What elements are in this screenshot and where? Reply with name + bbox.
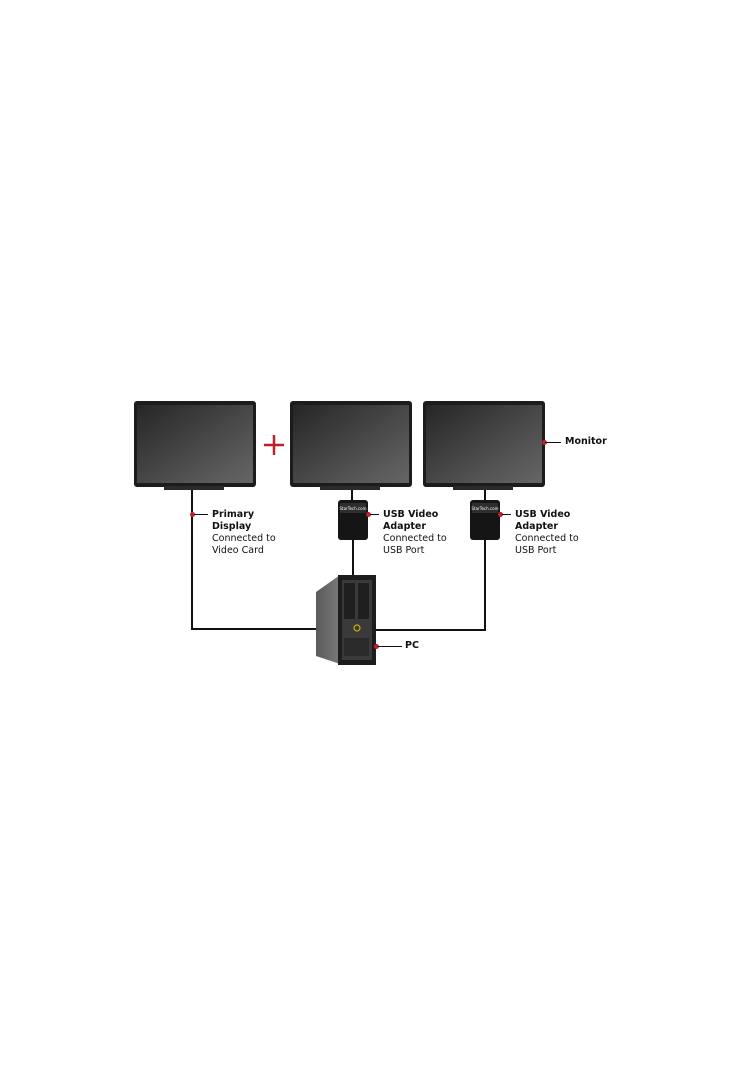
primary-callout-dot xyxy=(190,512,195,517)
label-pc-title: PC xyxy=(405,640,419,651)
monitor-second xyxy=(290,401,412,490)
label-adapter-1-line-1: Connected to xyxy=(383,533,447,544)
label-pc: PC xyxy=(405,640,419,652)
adapter-2-logo: StarTech.com xyxy=(472,506,499,511)
cable-adapter-2 xyxy=(374,540,486,631)
label-monitor-title: Monitor xyxy=(565,436,607,447)
label-adapter-2-title-2: Adapter xyxy=(515,521,559,532)
adapter-2-callout-dot xyxy=(498,512,503,517)
monitor-third xyxy=(423,401,545,490)
plus-icon xyxy=(264,435,284,455)
usb-adapter-1: StarTech.com xyxy=(338,500,368,540)
monitor-primary xyxy=(134,401,256,490)
label-adapter-2-title-1: USB Video xyxy=(515,509,571,520)
label-primary-line-2: Video Card xyxy=(212,545,264,556)
pc-callout-line xyxy=(378,646,402,647)
label-adapter-2-line-1: Connected to xyxy=(515,533,579,544)
label-adapter-1-line-2: USB Port xyxy=(383,545,425,556)
label-adapter-1-title-2: Adapter xyxy=(383,521,427,532)
label-adapter-2-line-2: USB Port xyxy=(515,545,557,556)
label-primary-title-1: Primary xyxy=(212,509,255,520)
label-usb-adapter-2: USB Video Adapter Connected to USB Port xyxy=(515,509,579,557)
cable-primary xyxy=(191,489,320,630)
primary-callout-line xyxy=(194,514,208,515)
monitor-callout-line xyxy=(545,442,561,443)
usb-adapter-2: StarTech.com xyxy=(470,500,500,540)
label-adapter-1-title-1: USB Video xyxy=(383,509,439,520)
pc-tower xyxy=(316,575,376,665)
adapter-1-logo: StarTech.com xyxy=(340,506,367,511)
cables xyxy=(191,489,486,631)
label-usb-adapter-1: USB Video Adapter Connected to USB Port xyxy=(383,509,447,557)
adapter-1-callout-dot xyxy=(366,512,371,517)
label-monitor: Monitor xyxy=(565,436,607,448)
adapter-2-callout-line xyxy=(502,514,511,515)
label-primary-title-2: Display xyxy=(212,521,252,532)
label-primary-line-1: Connected to xyxy=(212,533,276,544)
power-button-icon xyxy=(353,624,361,632)
adapter-1-callout-line xyxy=(370,514,379,515)
monitor-callout-dot xyxy=(542,440,547,445)
pc-callout-dot xyxy=(374,644,379,649)
label-primary-display: Primary Display Connected to Video Card xyxy=(212,509,276,557)
